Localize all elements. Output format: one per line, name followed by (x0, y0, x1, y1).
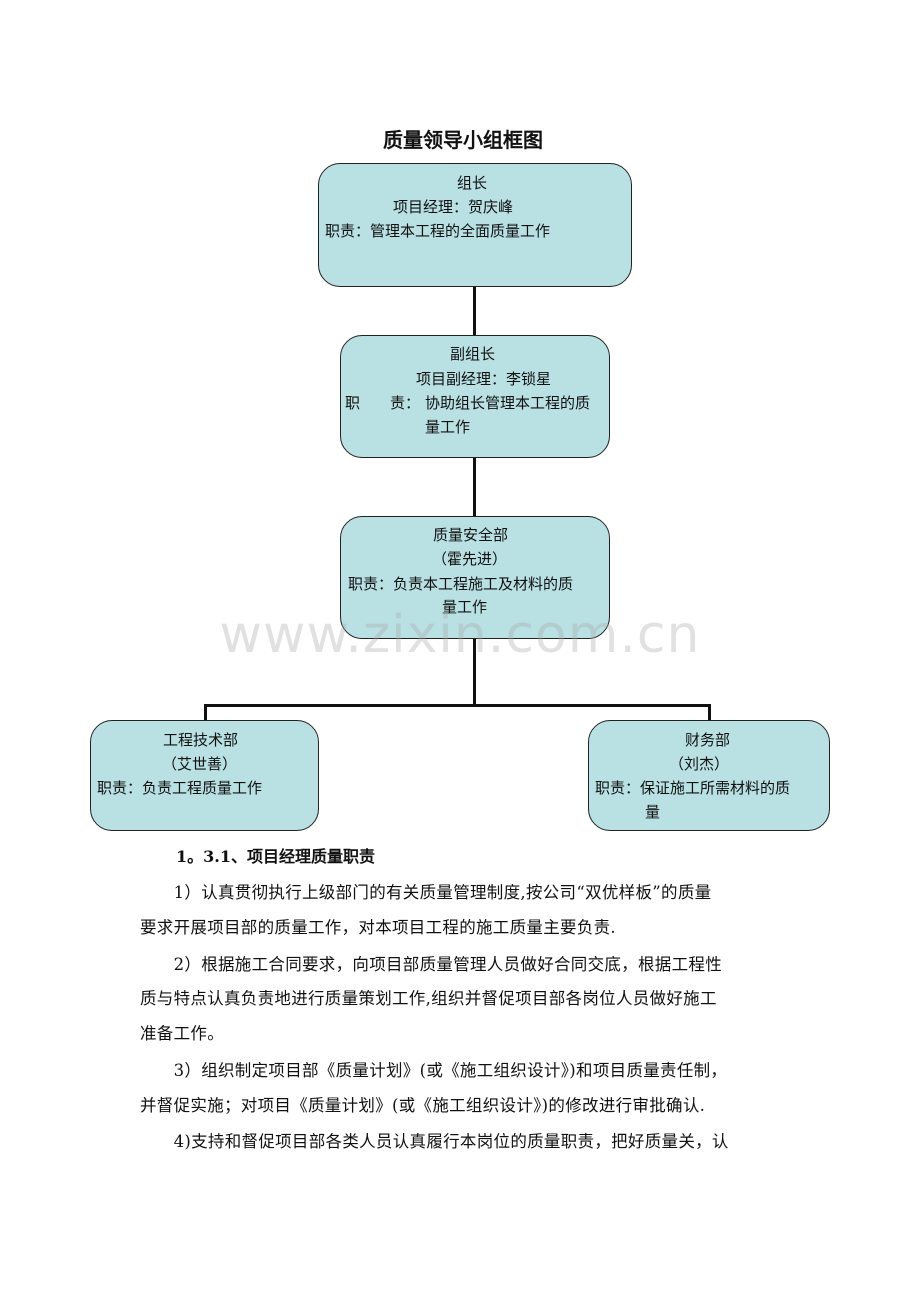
person: （刘杰） (669, 755, 730, 773)
text-line: 4)支持和督促项目部各类人员认真履行本岗位的质量职责，把好质量关，认 (140, 1132, 729, 1151)
connector-branch-left (204, 704, 207, 721)
org-box-deputy: 副组长 项目副经理：李锁星 职 责： 协助组长管理本工程的质 量工作 (340, 335, 610, 458)
org-box-quality-safety: 质量安全部 （霍先进） 职责：负责本工程施工及材料的质 量工作 (340, 516, 610, 639)
duty: 职责：负责本工程施工及材料的质 (348, 575, 574, 593)
watermark: www.zixin.com.cn (219, 605, 701, 665)
person: （艾世善） (162, 755, 238, 773)
section-heading: 1。3.1、项目经理质量职责 (176, 847, 375, 866)
org-box-engineering: 工程技术部 （艾世善） 职责：负责工程质量工作 (90, 720, 319, 831)
person: 项目经理：贺庆峰 (393, 198, 514, 216)
duty-cont: 量工作 (442, 598, 488, 616)
connector-quality-branch (473, 638, 476, 706)
connector-deputy-quality (473, 457, 476, 517)
chart-title: 质量领导小组框图 (383, 128, 543, 152)
role: 工程技术部 (163, 731, 239, 749)
duty: 协助组长管理本工程的质 (425, 394, 591, 412)
duty: 职责：管理本工程的全面质量工作 (325, 222, 551, 240)
org-box-finance: 财务部 （刘杰） 职责：保证施工所需材料的质 量 (588, 720, 830, 831)
duty-cont: 量工作 (425, 418, 471, 436)
text-line: 2）根据施工合同要求，向项目部质量管理人员做好合同交底，根据工程性 (140, 955, 722, 974)
text-line: 质与特点认真负责地进行质量策划工作,组织并督促项目部各岗位人员做好施工 (140, 989, 717, 1008)
person: （霍先进） (432, 550, 508, 568)
duty-label: 职 责： (345, 394, 421, 412)
person: 项目副经理：李锁星 (416, 370, 552, 388)
text-line: 并督促实施；对项目《质量计划》(或《施工组织设计》)的修改进行审批确认. (140, 1096, 706, 1115)
role: 质量安全部 (433, 526, 509, 544)
role: 组长 (457, 174, 488, 192)
text-line: 要求开展项目部的质量工作，对本项目工程的施工质量主要负责. (140, 918, 616, 937)
org-box-leader: 组长 项目经理：贺庆峰 职责：管理本工程的全面质量工作 (318, 163, 632, 287)
role: 财务部 (685, 731, 731, 749)
duty: 职责：负责工程质量工作 (97, 779, 263, 797)
connector-leader-deputy (473, 286, 476, 336)
text-line: 3）组织制定项目部《质量计划》(或《施工组织设计》)和项目质量责任制， (140, 1061, 728, 1080)
connector-branch-horizontal (204, 704, 711, 707)
text-line: 准备工作。 (140, 1024, 224, 1043)
text-line: 1）认真贯彻执行上级部门的有关质量管理制度,按公司“双优样板”的质量 (140, 883, 712, 902)
duty-cont: 量 (645, 803, 661, 821)
role: 副组长 (450, 345, 496, 363)
connector-branch-right (708, 704, 711, 721)
duty: 职责：保证施工所需材料的质 (595, 779, 791, 797)
